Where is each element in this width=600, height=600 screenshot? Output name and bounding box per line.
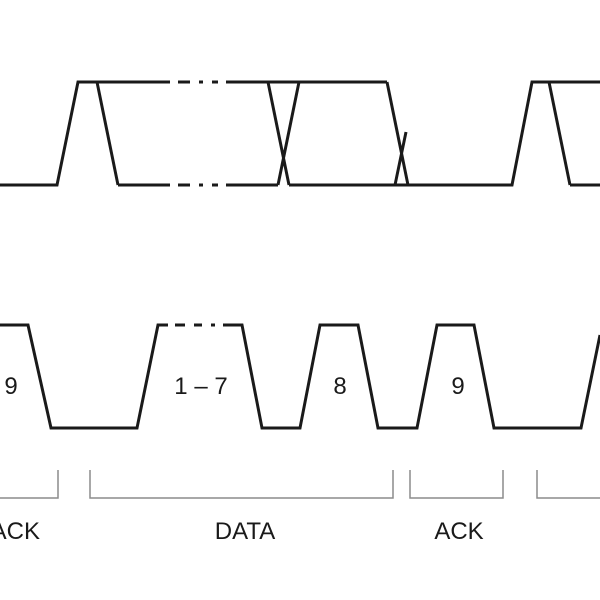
pulse-label-9-left: 9 — [4, 373, 17, 400]
sda-fall-edge-1 — [95, 81, 120, 186]
bracket-ack-left — [0, 470, 59, 499]
scl-pulse-9-left — [0, 323, 168, 430]
sda-cross-b — [276, 81, 301, 186]
section-label-ack-right: ACK — [434, 518, 483, 545]
sda-low-end — [406, 80, 600, 187]
sda-cross-a — [266, 81, 291, 186]
pulse-label-9-right: 9 — [451, 373, 464, 400]
section-label-data: DATA — [215, 518, 275, 545]
bracket-ack-right — [409, 470, 504, 499]
sda-fall-edge-2 — [547, 81, 572, 186]
sda-waveform — [0, 80, 600, 187]
pulse-label-8: 8 — [333, 373, 346, 400]
scl-waveform — [0, 323, 600, 430]
sda-cross-c — [385, 81, 410, 186]
bracket-next — [536, 470, 600, 499]
sda-low-start — [0, 80, 97, 187]
pulse-label-1-7: 1 – 7 — [174, 373, 227, 400]
section-label-ack-left: ACK — [0, 518, 40, 545]
scl-pulses-8-9 — [223, 323, 600, 430]
bracket-data — [89, 470, 394, 499]
sda-cross-d — [393, 131, 408, 186]
